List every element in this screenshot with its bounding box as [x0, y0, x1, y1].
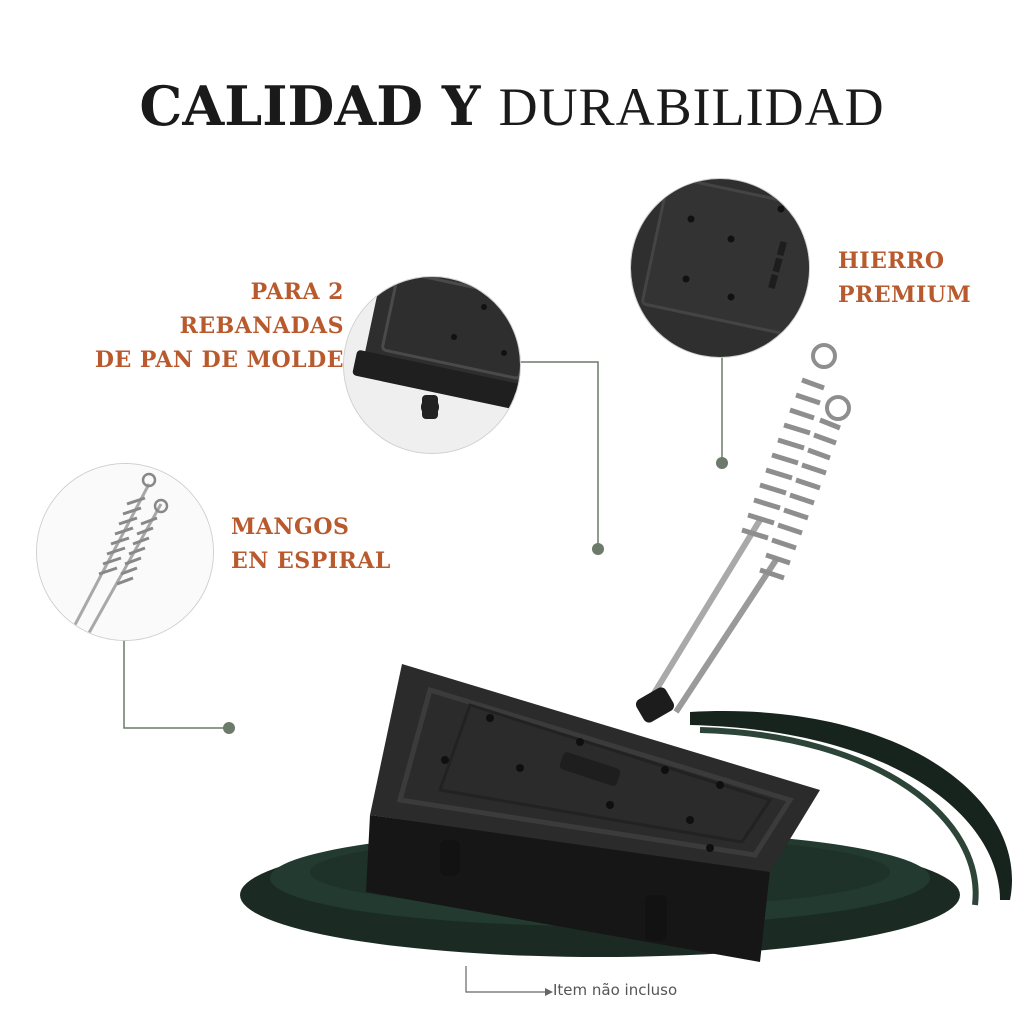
callout-handles: MANGOS EN ESPIRAL [231, 510, 391, 578]
not-included-note: Item não incluso [553, 981, 678, 999]
zoom-circle-handles [36, 463, 214, 641]
callout-iron-line1: HIERRO [838, 248, 945, 274]
iron-body [366, 664, 820, 962]
callout-slices-line1: PARA 2 REBANADAS [179, 279, 344, 339]
callout-iron: HIERRO PREMIUM [838, 244, 971, 312]
callout-handles-line2: EN ESPIRAL [231, 548, 391, 574]
zoom-circle-slices [343, 276, 521, 454]
callout-handles-line1: MANGOS [231, 514, 350, 540]
title-light: DURABILIDAD [498, 77, 885, 137]
page-title: CALIDAD Y DURABILIDAD [0, 74, 1024, 138]
title-bold: CALIDAD Y [139, 74, 481, 138]
callout-iron-line2: PREMIUM [838, 282, 972, 308]
spiral-handles [635, 343, 851, 723]
callout-slices: PARA 2 REBANADAS DE PAN DE MOLDE [88, 275, 344, 377]
callout-slices-line2: DE PAN DE MOLDE [94, 347, 344, 373]
